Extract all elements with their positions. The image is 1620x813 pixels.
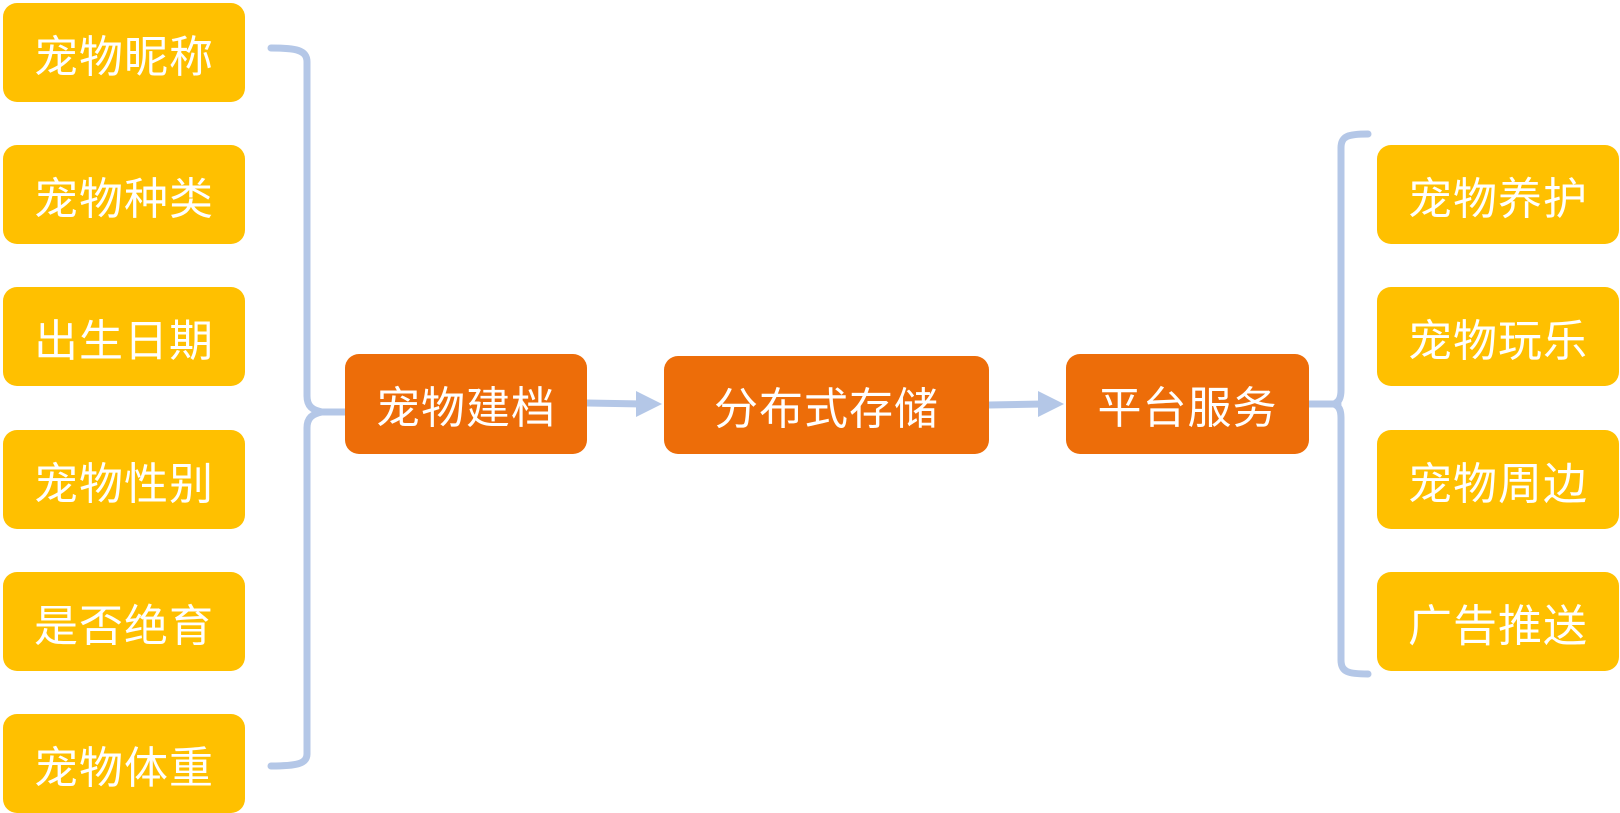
input-pet-gender-label: 宠物性别 [34, 458, 214, 510]
output-pet-merch-label: 宠物周边 [1408, 458, 1588, 510]
right-brace [1324, 130, 1372, 678]
flow-distributed-storage: 分布式存储 [664, 356, 989, 454]
input-pet-weight: 宠物体重 [3, 714, 245, 813]
output-ad-push-label: 广告推送 [1408, 600, 1588, 652]
input-pet-weight-label: 宠物体重 [34, 742, 214, 794]
flow-distributed-storage-label: 分布式存储 [714, 384, 939, 435]
arrow-storage-to-service [988, 400, 1043, 409]
output-ad-push: 广告推送 [1377, 572, 1619, 671]
flow-platform-service-label: 平台服务 [1097, 383, 1278, 434]
output-pet-play-label: 宠物玩乐 [1408, 315, 1588, 367]
output-pet-care: 宠物养护 [1377, 145, 1619, 244]
input-pet-species: 宠物种类 [3, 145, 245, 244]
arrow-archive-to-storage [586, 399, 641, 408]
left-brace [267, 44, 323, 770]
flow-platform-service: 平台服务 [1066, 354, 1309, 454]
input-neutered-label: 是否绝育 [34, 600, 214, 652]
input-pet-gender: 宠物性别 [3, 430, 245, 529]
arrowhead-archive-to-storage [636, 391, 662, 417]
output-pet-merch: 宠物周边 [1377, 430, 1619, 529]
flow-pet-archive-label: 宠物建档 [376, 383, 556, 434]
input-neutered: 是否绝育 [3, 572, 245, 671]
arrowhead-storage-to-service [1038, 391, 1064, 417]
flow-pet-archive: 宠物建档 [345, 354, 587, 454]
input-pet-nickname-label: 宠物昵称 [34, 31, 214, 83]
input-pet-nickname: 宠物昵称 [3, 3, 245, 102]
input-birth-date-label: 出生日期 [34, 315, 214, 367]
output-pet-care-label: 宠物养护 [1408, 173, 1588, 225]
output-pet-play: 宠物玩乐 [1377, 287, 1619, 386]
input-pet-species-label: 宠物种类 [34, 173, 214, 225]
input-birth-date: 出生日期 [3, 287, 245, 386]
